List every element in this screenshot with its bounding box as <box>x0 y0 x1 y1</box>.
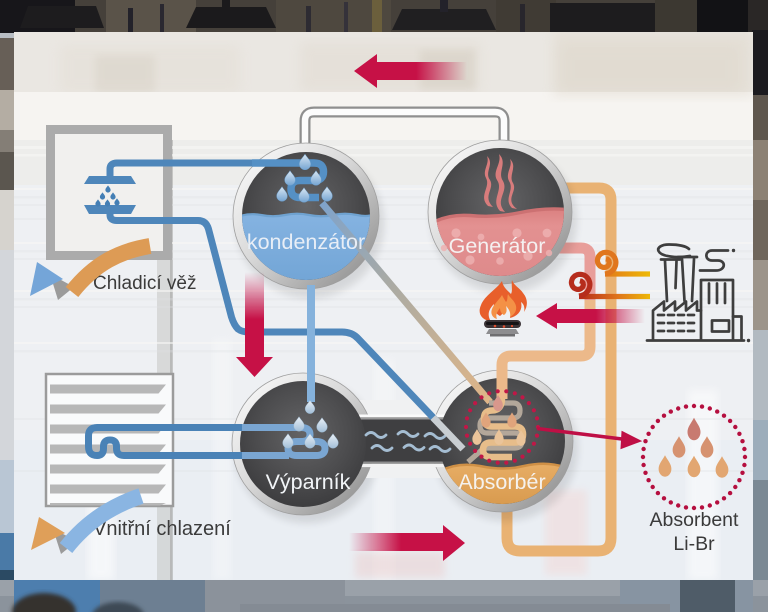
svg-text:Výparník: Výparník <box>266 470 351 494</box>
svg-text:Absorbér: Absorbér <box>458 470 545 494</box>
svg-text:Chladicí věž: Chladicí věž <box>93 273 197 294</box>
svg-text:Generátor: Generátor <box>449 234 546 258</box>
svg-text:Vnitřní chlazení: Vnitřní chlazení <box>93 518 231 540</box>
svg-text:Absorbent: Absorbent <box>650 509 739 531</box>
svg-text:Li-Br: Li-Br <box>673 533 715 555</box>
svg-text:kondenzátor: kondenzátor <box>247 230 365 254</box>
